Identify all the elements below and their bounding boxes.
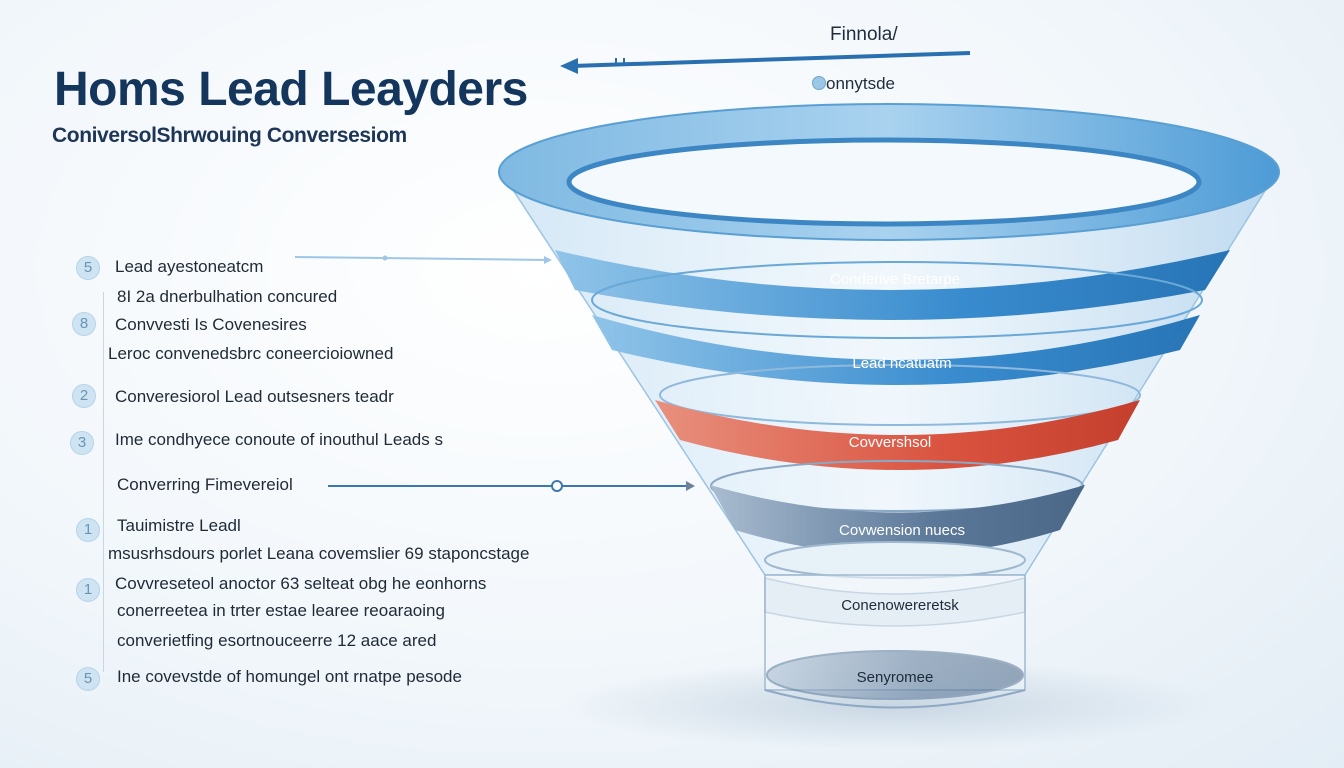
list-item-text: msusrhsdours porlet Leana covemslier 69 … [108,544,530,563]
connector-line-1 [294,255,552,264]
page-title: Homs Lead Leayders [54,63,528,116]
step-number-badge: 1 [76,578,100,602]
funnel-band-3-top [659,364,1141,426]
funnel-band-3 [655,400,1140,470]
step-number-badge: 1 [76,518,100,542]
list-item-text: Tauimistre Leadl [117,516,241,535]
top-arrow-icon [560,51,971,74]
funnel-band-label: Covvershsol [849,434,932,451]
callout-dot-icon [812,76,826,90]
funnel-band-4 [710,485,1085,555]
funnel-band-label: Lead ncatuatm [852,355,951,372]
funnel-band-label: Conderive Bretarpe [830,271,960,288]
list-item-text: Converring Fimevereiol [117,475,293,494]
step-number-badge: 5 [76,256,100,280]
funnel-band-label: Conenowereretsk [841,597,959,614]
step-number-badge: 3 [70,431,94,455]
list-item-text: converietfing esortnouceerre 12 aace are… [117,631,437,650]
funnel-band-2-top [591,261,1203,339]
list-item-text: Ine covevstde of homungel ont rnatpe pes… [117,667,462,686]
funnel-neck-top [764,541,1026,579]
funnel-rim-inner [566,137,1202,227]
funnel-band-2 [592,315,1200,385]
step-number-badge: 8 [72,312,96,336]
page-subtitle: ConiversolShrwouing Conversesiom [52,124,407,147]
list-item-text: Converesiorol Lead outsesners teadr [115,387,394,406]
funnel-base-top [766,650,1024,700]
step-number-badge: 2 [72,384,96,408]
list-item-text: Leroc convenedsbrc coneercioiowned [108,344,394,363]
list-item-text: conerreetea in trter estae learee reoara… [117,601,445,620]
funnel-band-label: Senyromee [857,669,934,686]
list-item-text: Lead ayestoneatcm [115,257,264,276]
funnel-band-label: Covwension nuecs [839,522,965,539]
connector-line-2 [328,480,695,492]
step-number-badge: 5 [76,667,100,691]
top-callout-label: Finnola/ [830,24,898,45]
top-callout-sublabel: onnytsde [826,74,895,93]
ground-shadow [560,660,1220,750]
list-item-text: Ime condhyece conoute of inouthul Leads … [115,430,443,449]
list-item-text: 8I 2a dnerbulhation concured [117,287,338,306]
list-divider [103,292,104,672]
list-item-text: Covvreseteol anoctor 63 selteat obg he e… [115,574,487,593]
list-item-text: Convvesti Is Covenesires [115,315,307,334]
funnel-band-1 [555,250,1230,320]
funnel-base-bottom [764,689,1026,709]
